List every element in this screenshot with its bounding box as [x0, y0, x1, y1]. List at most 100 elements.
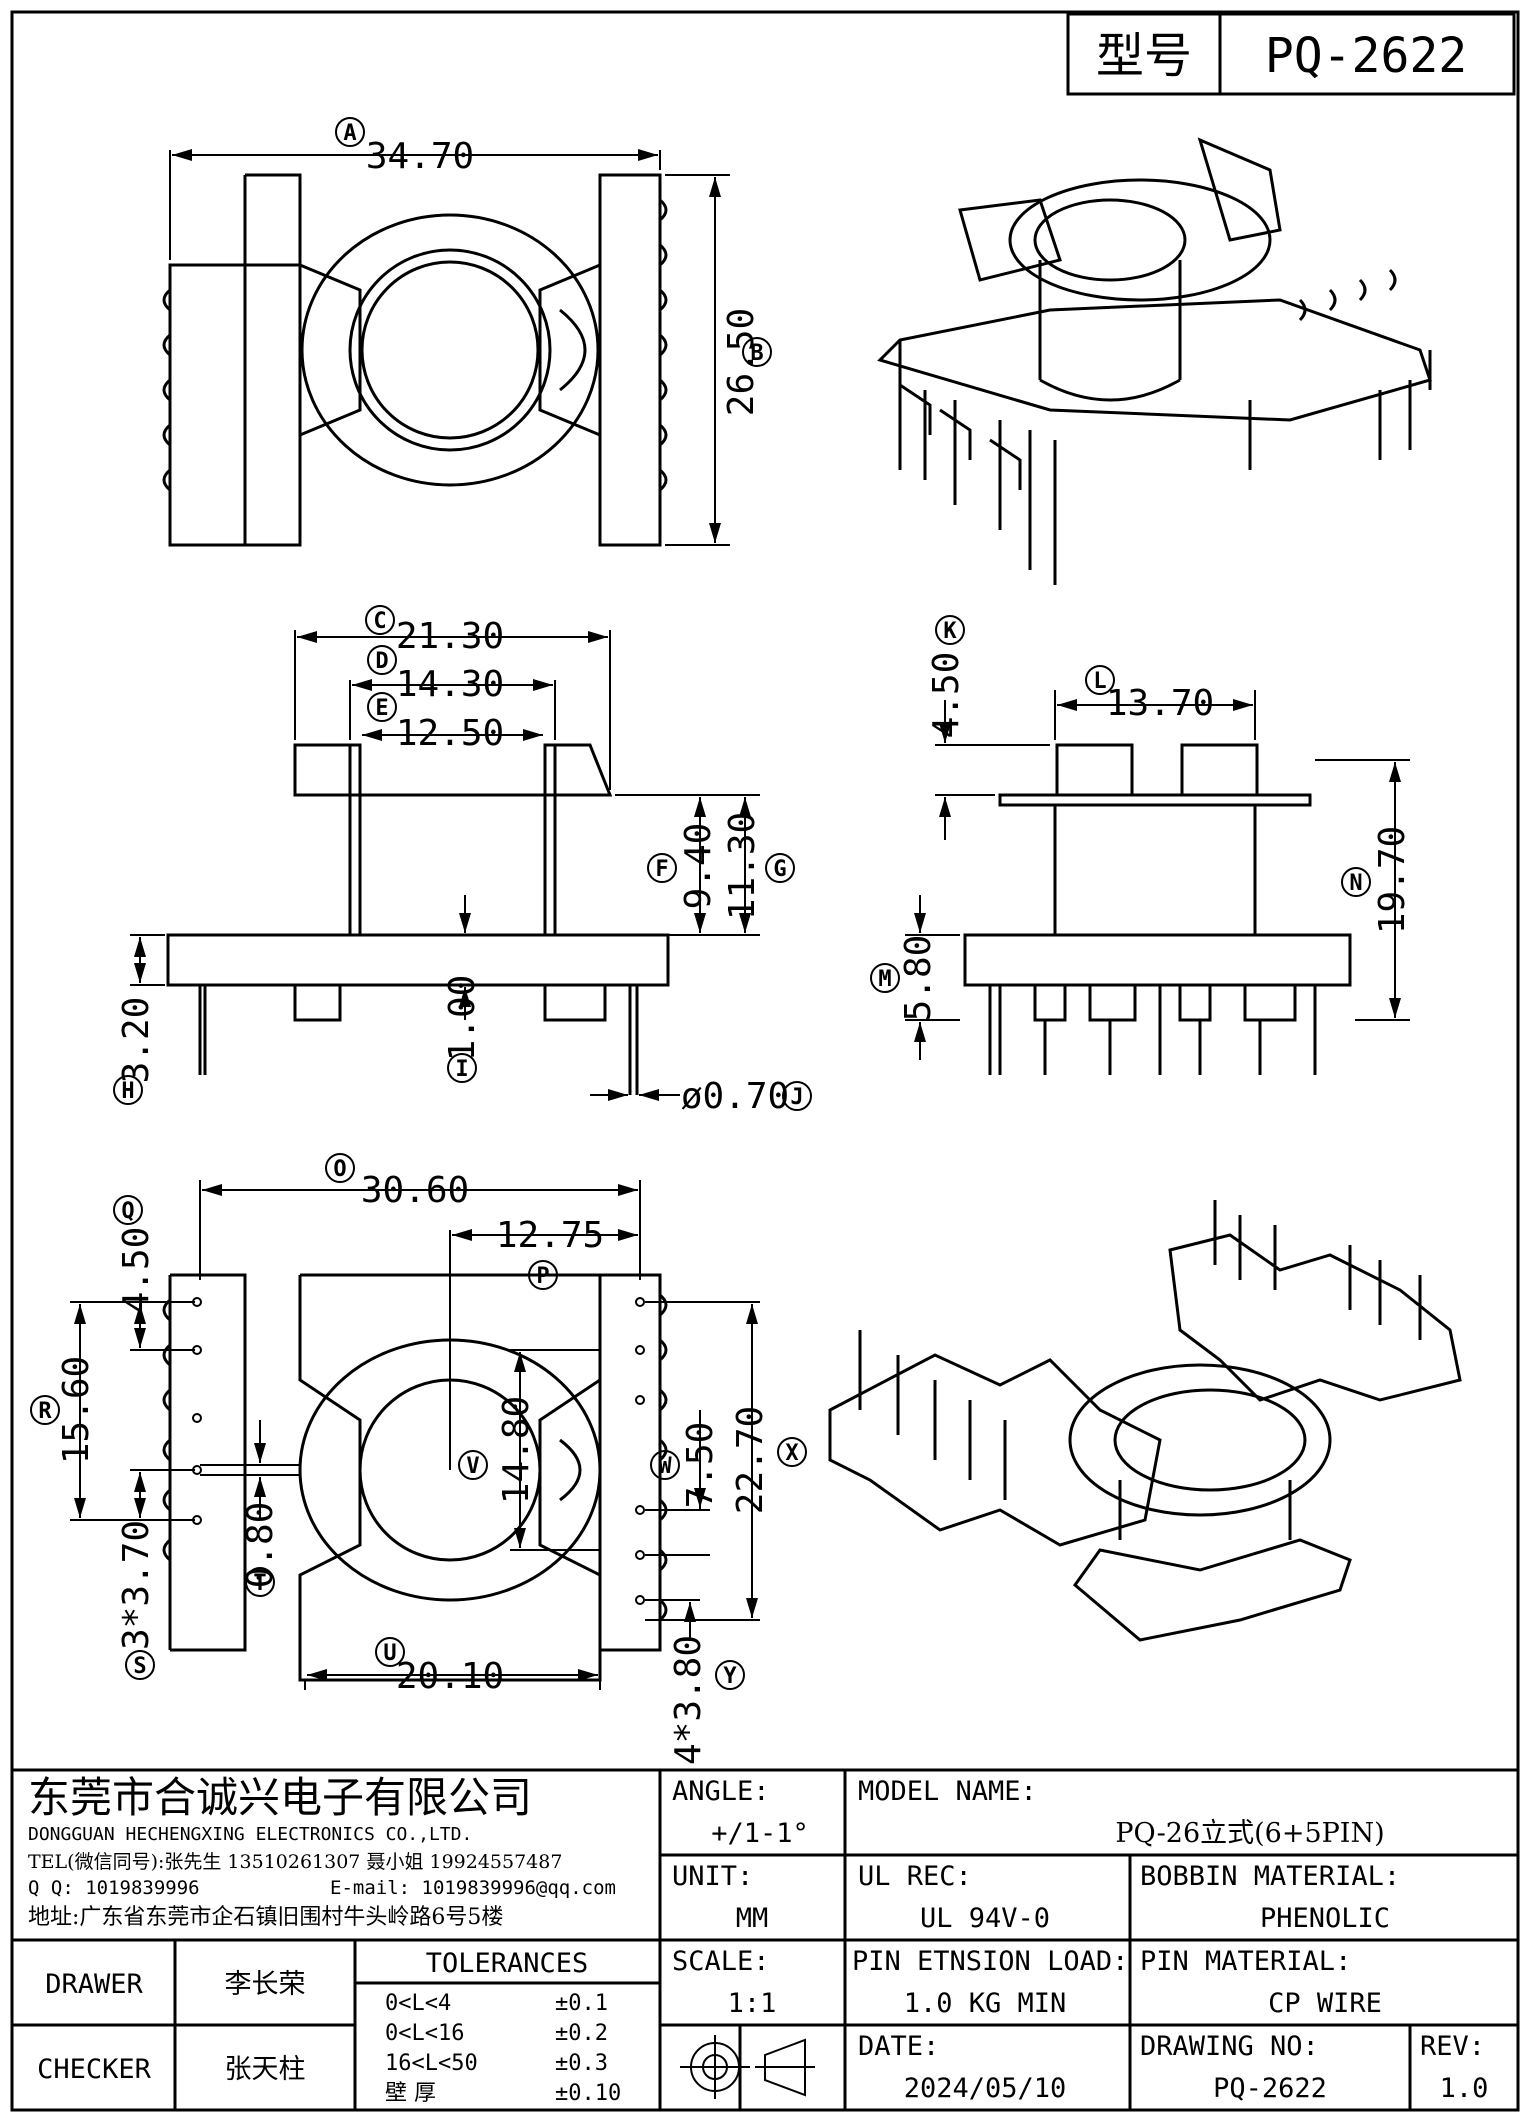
company-tel: TEL(微信同号):张先生 13510261307 聂小姐 1992455748… [28, 1851, 562, 1873]
front-view-dims [130, 630, 760, 1101]
company-email: E-mail: 1019839996@qq.com [330, 1877, 616, 1899]
dim-w-tag-circle [650, 1450, 680, 1480]
dim-x-value: 22.70 [730, 1406, 771, 1514]
checker-value: 张天柱 [225, 2054, 306, 2085]
dim-f-tag-circle [647, 853, 677, 883]
dim-d-tag: D [375, 649, 388, 674]
dim-l-value: 13.70 [1106, 683, 1214, 724]
iso-view-1 [877, 137, 1432, 585]
dim-v-value: 14.80 [496, 1396, 537, 1504]
date-value: 2024/05/10 [904, 2073, 1067, 2104]
dim-o-tag-circle [325, 1153, 355, 1183]
dim-q-value: 4.50 [116, 1227, 157, 1314]
dim-w-value: 7.50 [680, 1422, 721, 1509]
dim-n-tag-circle [1341, 867, 1371, 897]
tolerance-range-3: 16<L<50 [385, 2051, 478, 2076]
tolerances-label: TOLERANCES [426, 1948, 589, 1979]
top-view [162, 173, 668, 547]
date-label: DATE: [858, 2031, 939, 2062]
dim-n-value: 19.70 [1372, 826, 1413, 934]
model-name-value: PQ-26立式(6+5PIN) [1115, 1818, 1384, 1849]
tolerance-value-1: ±0.1 [555, 1991, 608, 2016]
dim-c-tag-circle [365, 605, 395, 635]
dim-h-tag-circle [113, 1075, 143, 1105]
dim-m-tag: M [878, 967, 891, 992]
angle-label: ANGLE: [672, 1776, 770, 1807]
dim-e-tag: E [375, 696, 388, 721]
dim-c-tag: C [373, 609, 386, 634]
side-view [963, 743, 1352, 1075]
company-cn: 东莞市合诚兴电子有限公司 [28, 1773, 532, 1822]
dim-a-value: 34.70 [366, 136, 474, 177]
dim-w-tag: W [658, 1454, 672, 1479]
dim-u-value: 20.10 [396, 1656, 504, 1697]
tolerance-value-2: ±0.2 [555, 2021, 608, 2046]
dim-t-tag-circle [245, 1567, 275, 1597]
dim-k-tag: K [943, 619, 957, 644]
dim-h-value: 3.20 [116, 997, 157, 1084]
scale-label: SCALE: [672, 1946, 770, 1977]
dim-x-tag: X [785, 1441, 798, 1466]
iso-view-2 [828, 1200, 1462, 1642]
side-view-dims [905, 690, 1410, 1060]
dim-t-value: 0.80 [240, 1502, 281, 1589]
dim-l-tag-circle [1085, 665, 1115, 695]
dim-b-value: 26.50 [721, 308, 762, 416]
drawer-value: 李长荣 [225, 1969, 306, 2000]
dim-p-tag-circle [528, 1260, 558, 1290]
dim-j-value: ø0.70 [681, 1076, 789, 1117]
drawing-no-value: PQ-2622 [1213, 2073, 1327, 2104]
model-name-label: MODEL NAME: [858, 1776, 1037, 1807]
dim-g-value: 11.30 [722, 812, 763, 920]
dim-p-tag: P [536, 1264, 549, 1289]
unit-value: MM [736, 1903, 769, 1934]
dim-k-tag-circle [935, 615, 965, 645]
tolerance-range-2: 0<L<16 [385, 2021, 464, 2046]
bobbin-label: BOBBIN MATERIAL: [1140, 1861, 1400, 1892]
angle-value: +/1-1° [711, 1818, 809, 1849]
bobbin-value: PHENOLIC [1260, 1903, 1390, 1934]
dim-y-tag: Y [723, 1664, 737, 1689]
top-view-dims [169, 149, 730, 546]
ul-label: UL REC: [858, 1861, 972, 1892]
front-view [166, 743, 670, 1095]
dim-y-tag-circle [715, 1660, 745, 1690]
ul-value: UL 94V-0 [920, 1903, 1050, 1934]
dim-v-tag-circle [458, 1450, 488, 1480]
dim-h-tag: H [121, 1079, 134, 1104]
pin-load-value: 1.0 KG MIN [904, 1988, 1067, 2019]
dim-j-tag-circle [782, 1081, 812, 1111]
dim-s-tag-circle [125, 1650, 155, 1680]
dim-t-tag: T [253, 1571, 266, 1596]
dim-a-tag-circle [335, 117, 365, 147]
dim-k-value: 4.50 [926, 652, 967, 739]
projection-symbol-icon [680, 2035, 815, 2099]
dim-j-tag: J [790, 1085, 803, 1110]
dim-v-tag: V [466, 1454, 479, 1479]
dim-b-tag-circle [742, 337, 772, 367]
dim-n-tag: N [1349, 871, 1362, 896]
dim-f-tag: F [655, 857, 668, 882]
dim-u-tag-circle [375, 1637, 405, 1667]
tolerance-range-4: 壁 厚 [385, 2081, 436, 2106]
dim-g-tag-circle [765, 853, 795, 883]
dim-r-value: 15.60 [56, 1356, 97, 1464]
dim-i-value: 1.00 [442, 975, 483, 1062]
rev-value: 1.0 [1440, 2073, 1489, 2104]
dim-l-tag: L [1093, 669, 1106, 694]
bottom-view-dims [70, 1180, 760, 1690]
dim-i-tag: I [455, 1057, 468, 1082]
tolerance-range-1: 0<L<4 [385, 1991, 451, 2016]
dim-f-value: 9.40 [678, 823, 719, 910]
dim-o-value: 30.60 [361, 1170, 469, 1211]
model-label: 型号 [1096, 28, 1192, 84]
company-en: DONGGUAN HECHENGXING ELECTRONICS CO.,LTD… [28, 1824, 472, 1845]
dim-e-tag-circle [367, 692, 397, 722]
dim-m-value: 5.80 [898, 935, 939, 1022]
bottom-view [162, 1273, 668, 1682]
dim-q-tag-circle [113, 1195, 143, 1225]
dim-x-tag-circle [777, 1437, 807, 1467]
drawing-no-label: DRAWING NO: [1140, 2031, 1319, 2062]
dim-o-tag: O [333, 1157, 346, 1182]
